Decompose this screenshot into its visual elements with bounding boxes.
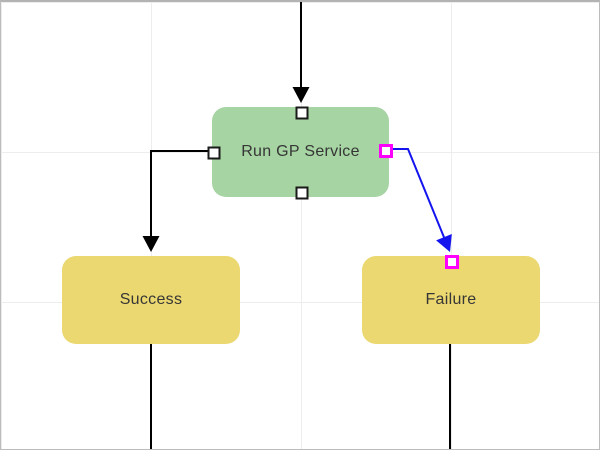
node-run-gp-service[interactable]: Run GP Service: [212, 107, 389, 197]
node-failure[interactable]: Failure: [362, 256, 540, 344]
edge-line-run-gp-service-to-success: [150, 150, 211, 237]
edge-run-gp-service-to-failure[interactable]: [386, 148, 452, 252]
port-run-gp-service-top[interactable]: [295, 106, 309, 120]
node-label-run-gp-service: Run GP Service: [241, 143, 360, 160]
port-run-gp-service-left[interactable]: [207, 146, 221, 160]
arrowhead-run-gp-service-to-failure: [436, 233, 452, 252]
arrowhead-run-gp-service-to-success: [142, 236, 160, 252]
node-label-failure: Failure: [425, 291, 477, 308]
arrowhead-into-run-gp-service: [292, 87, 310, 103]
node-label-success: Success: [119, 291, 183, 308]
port-run-gp-service-right[interactable]: [379, 144, 393, 158]
port-failure-top[interactable]: [445, 255, 459, 269]
edge-into-run-gp-service[interactable]: [292, 0, 310, 103]
node-success[interactable]: Success: [62, 256, 240, 344]
edge-line-run-gp-service-to-failure: [386, 148, 446, 239]
port-run-gp-service-bottom[interactable]: [295, 186, 309, 200]
edge-run-gp-service-to-success[interactable]: [142, 150, 212, 252]
